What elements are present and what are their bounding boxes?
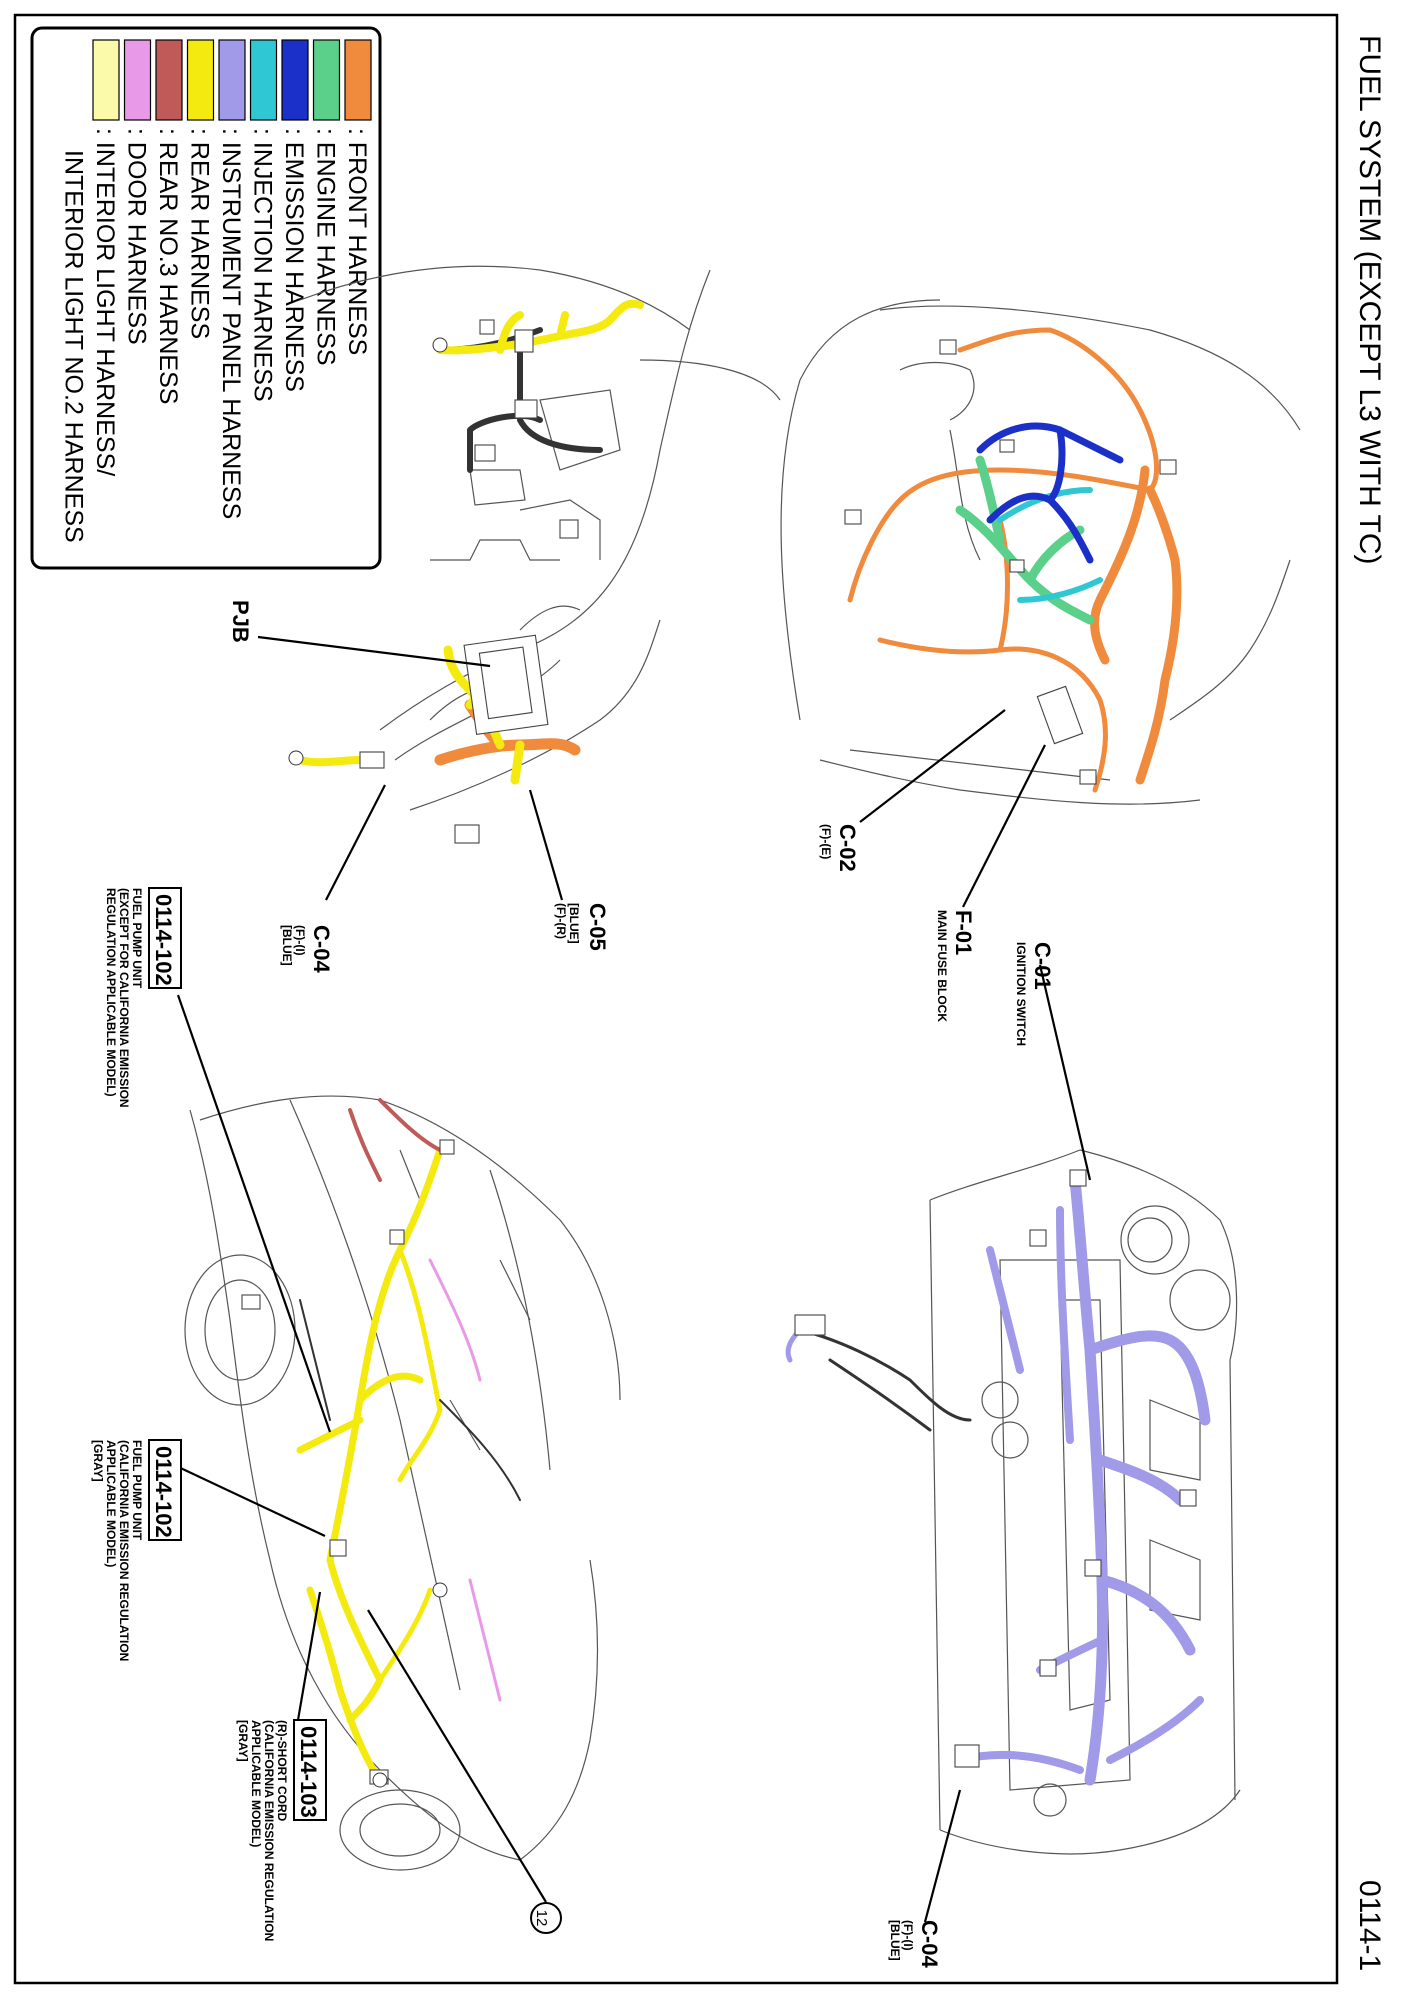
c04-left-callout: C-04 (F)-(I) [BLUE] <box>280 925 334 973</box>
c04-right-line-1: (F)-(I) <box>901 1920 915 1951</box>
legend-swatch <box>218 39 246 121</box>
ref-103-line-4: [GRAY] <box>236 1720 250 1762</box>
ref-103-line-2: (CALIFORNIA EMISSION REGULATION <box>262 1720 276 1941</box>
c04-left-code: C-04 <box>309 925 334 973</box>
c05-code: C-05 <box>585 903 610 951</box>
vehicle-body-drawing <box>154 994 621 1903</box>
f01-line-1: MAIN FUSE BLOCK <box>935 910 949 1022</box>
ref-103-line-3: APPLICABLE MODEL) <box>249 1720 263 1847</box>
c05-line-2: (F)-(R) <box>554 903 568 939</box>
ref-102-bottom-line-4: [GRAY] <box>91 1440 105 1482</box>
c02-callout: C-02 (F)-(E) <box>819 824 860 872</box>
legend-label: INTERIOR LIGHT NO.2 HARNESS <box>60 150 88 543</box>
legend-frame <box>30 26 382 570</box>
ref-102-top-line-2: (EXCEPT FOR CALIFORNIA EMISSION <box>117 888 131 1108</box>
f01-callout: F-01 MAIN FUSE BLOCK <box>935 910 976 1022</box>
legend-label: : INSTRUMENT PANEL HARNESS <box>217 128 245 519</box>
ground-12-circle <box>530 1902 562 1934</box>
ref-103-callout: 0114-103 (R)-SHORT CORD (CALIFORNIA EMIS… <box>236 1719 327 1941</box>
legend-label: : REAR NO.3 HARNESS <box>154 128 182 404</box>
c01-line-1: IGNITION SWITCH <box>1014 942 1028 1046</box>
ref-102-bottom-callout: 0114-102 FUEL PUMP UNIT (CALIFORNIA EMIS… <box>91 1439 182 1661</box>
c01-code: C-01 <box>1030 942 1055 990</box>
c05-line-1: [BLUE] <box>567 903 581 944</box>
page-border <box>13 13 1339 1985</box>
f01-code: F-01 <box>951 910 976 955</box>
legend-label: : DOOR HARNESS <box>123 128 151 345</box>
ground-12-label: 12 <box>533 1910 550 1927</box>
legend-swatch <box>281 39 309 121</box>
pjb-area-drawing <box>257 265 781 901</box>
legend-items: : FRONT HARNESS: ENGINE HARNESS: EMISSIO… <box>60 39 372 543</box>
legend-swatch <box>186 39 215 121</box>
c01-callout: C-01 IGNITION SWITCH <box>1014 942 1055 1046</box>
ref-103-code: 0114-103 <box>296 1726 321 1818</box>
legend-swatch <box>312 39 341 121</box>
harness-legend: : FRONT HARNESS: ENGINE HARNESS: EMISSIO… <box>30 26 382 570</box>
legend-swatch <box>92 39 120 121</box>
instrument-panel-drawing <box>785 964 1241 1923</box>
c04-right-code: C-04 <box>917 1920 942 1968</box>
ref-102-bottom-code: 0114-102 <box>151 1446 176 1538</box>
ref-102-bottom-line-3: APPLICABLE MODEL) <box>104 1440 118 1567</box>
legend-label: : INJECTION HARNESS <box>249 128 277 402</box>
legend-label: : INTERIOR LIGHT HARNESS/ <box>91 128 119 476</box>
pjb-label: PJB <box>228 600 253 643</box>
ref-102-bottom-line-2: (CALIFORNIA EMISSION REGULATION <box>117 1440 131 1661</box>
ref-102-bottom-line-1: FUEL PUMP UNIT <box>130 1440 144 1541</box>
ground-point-12: 12 <box>530 1902 562 1934</box>
legend-swatch <box>249 39 278 121</box>
ref-102-top-line-1: FUEL PUMP UNIT <box>130 888 144 989</box>
page-title: FUEL SYSTEM (EXCEPT L3 WITH TC) <box>1353 35 1386 565</box>
legend-label: : REAR HARNESS <box>186 128 214 339</box>
ref-102-top-line-3: REGULATION APPLICABLE MODEL) <box>104 888 118 1097</box>
c02-line-1: (F)-(E) <box>819 824 833 859</box>
legend-label: : ENGINE HARNESS <box>312 128 340 366</box>
c02-code: C-02 <box>835 824 860 872</box>
legend-label: : EMISSION HARNESS <box>280 128 308 392</box>
ref-102-top-box <box>148 887 182 989</box>
ref-102-top-callout: 0114-102 FUEL PUMP UNIT (EXCEPT FOR CALI… <box>104 887 182 1108</box>
c05-callout: C-05 [BLUE] (F)-(R) <box>554 903 610 951</box>
legend-swatch <box>155 39 183 121</box>
legend-swatch <box>344 39 372 121</box>
c04-right-line-2: [BLUE] <box>888 1920 902 1961</box>
c04-left-line-2: [BLUE] <box>280 925 294 966</box>
c04-right-callout: C-04 (F)-(I) [BLUE] <box>888 1920 942 1968</box>
ref-103-line-1: (R)-SHORT CORD <box>275 1720 289 1822</box>
ref-102-bottom-box <box>148 1439 182 1541</box>
c04-left-line-1: (F)-(I) <box>293 925 307 956</box>
ref-103-box <box>293 1719 327 1821</box>
page-number: 0114-1 <box>1353 1880 1386 1971</box>
engine-compartment-drawing <box>780 299 1301 908</box>
legend-label: : FRONT HARNESS <box>343 128 371 355</box>
legend-swatch <box>123 39 152 121</box>
ref-102-top-code: 0114-102 <box>151 894 176 986</box>
